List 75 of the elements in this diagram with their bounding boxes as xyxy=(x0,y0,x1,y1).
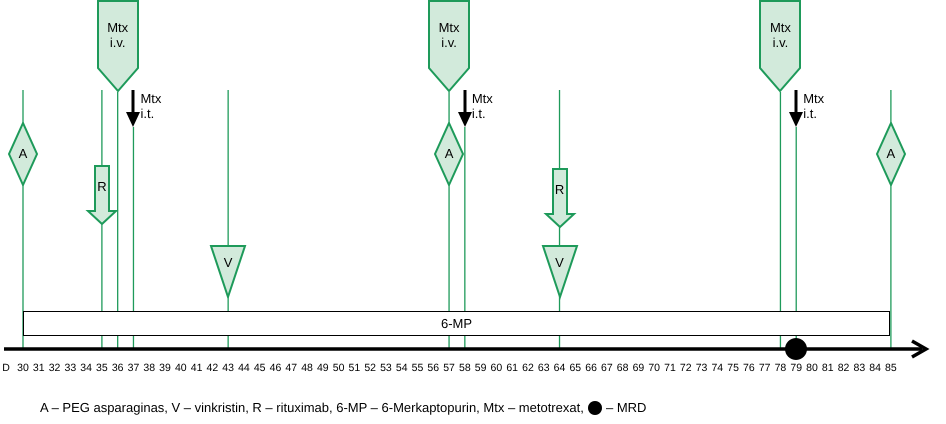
day-number: 40 xyxy=(174,362,188,374)
day-number: 85 xyxy=(884,362,898,374)
day-number: 53 xyxy=(379,362,393,374)
day-number: 59 xyxy=(474,362,488,374)
day-number: 68 xyxy=(616,362,630,374)
day-number: 58 xyxy=(458,362,472,374)
marker-label: A xyxy=(18,146,28,161)
day-number: 38 xyxy=(142,362,156,374)
day-number: 54 xyxy=(394,362,409,374)
day-number: 33 xyxy=(63,362,78,374)
bar-label: 6-MP xyxy=(440,316,474,331)
marker-label: A xyxy=(444,146,454,161)
day-number: 31 xyxy=(32,362,46,374)
day-number: 61 xyxy=(505,362,520,374)
day-number: 62 xyxy=(521,362,535,374)
day-number: 63 xyxy=(536,362,551,374)
day-number: 75 xyxy=(726,362,740,374)
day-number: 46 xyxy=(268,362,282,374)
day-number: 71 xyxy=(663,362,677,374)
day-number: 79 xyxy=(789,362,804,374)
legend-text: A – PEG asparaginas, V – vinkristin, R – rituximab, 6-MP – 6-Merkaptopurin, Mtx – metotrexat, xyxy=(40,400,584,415)
day-number: 52 xyxy=(363,362,377,374)
day-number: 77 xyxy=(758,362,772,374)
day-number: 49 xyxy=(316,362,330,374)
treatment-bar xyxy=(23,311,890,336)
day-number: 30 xyxy=(16,362,30,374)
day-number: 70 xyxy=(647,362,662,374)
drug-label: Mtx i.t. xyxy=(803,91,834,121)
marker-label: Mtx i.v. xyxy=(768,20,792,50)
marker-label: R xyxy=(96,179,108,194)
day-number: 51 xyxy=(348,362,362,374)
marker-label: A xyxy=(886,146,896,161)
day-number: 73 xyxy=(694,362,708,374)
day-number: 65 xyxy=(568,362,582,374)
marker-label: Mtx i.v. xyxy=(106,20,130,50)
day-number: 74 xyxy=(710,362,724,374)
day-number: 67 xyxy=(600,362,614,374)
marker-label: V xyxy=(554,255,565,270)
axis-label: D xyxy=(1,362,11,374)
legend-text: – MRD xyxy=(606,400,646,415)
day-number: 56 xyxy=(426,362,440,374)
drug-label: Mtx i.t. xyxy=(140,91,170,121)
day-number: 44 xyxy=(237,362,251,374)
drug-label: Mtx i.t. xyxy=(472,91,502,121)
day-number: 41 xyxy=(190,362,204,374)
day-number: 37 xyxy=(126,362,140,374)
day-number: 42 xyxy=(206,362,220,374)
marker-label: Mtx i.v. xyxy=(438,20,461,50)
day-number: 84 xyxy=(868,362,882,374)
day-number: 48 xyxy=(300,362,314,374)
day-number: 66 xyxy=(584,362,598,374)
day-number: 76 xyxy=(742,362,756,374)
day-number: 78 xyxy=(774,362,788,374)
day-number: 72 xyxy=(678,362,693,374)
day-number: 60 xyxy=(490,362,504,374)
day-number: 36 xyxy=(110,362,125,374)
day-number: 45 xyxy=(252,362,267,374)
day-number: 55 xyxy=(410,362,424,374)
day-number: 34 xyxy=(79,362,93,374)
day-number: 81 xyxy=(820,362,835,374)
day-number: 82 xyxy=(836,362,850,374)
day-number: 50 xyxy=(332,362,346,374)
day-number: 47 xyxy=(284,362,298,374)
day-number: 57 xyxy=(442,362,456,374)
day-number: 69 xyxy=(632,362,646,374)
day-number: 43 xyxy=(221,362,235,374)
day-number: 32 xyxy=(48,362,62,374)
marker-label: R xyxy=(554,182,566,197)
day-number: 39 xyxy=(158,362,172,374)
day-number: 64 xyxy=(552,362,566,374)
day-number: 83 xyxy=(852,362,866,374)
mrd-dot xyxy=(785,338,808,360)
marker-label: V xyxy=(222,255,234,270)
day-number: 80 xyxy=(805,362,819,374)
day-number: 35 xyxy=(95,362,109,374)
